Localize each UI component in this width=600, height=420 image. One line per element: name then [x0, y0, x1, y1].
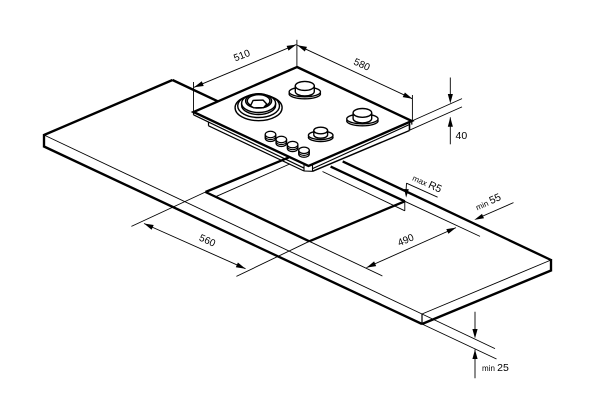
svg-text:40: 40 [456, 130, 468, 142]
svg-text:min 25: min 25 [482, 362, 509, 374]
